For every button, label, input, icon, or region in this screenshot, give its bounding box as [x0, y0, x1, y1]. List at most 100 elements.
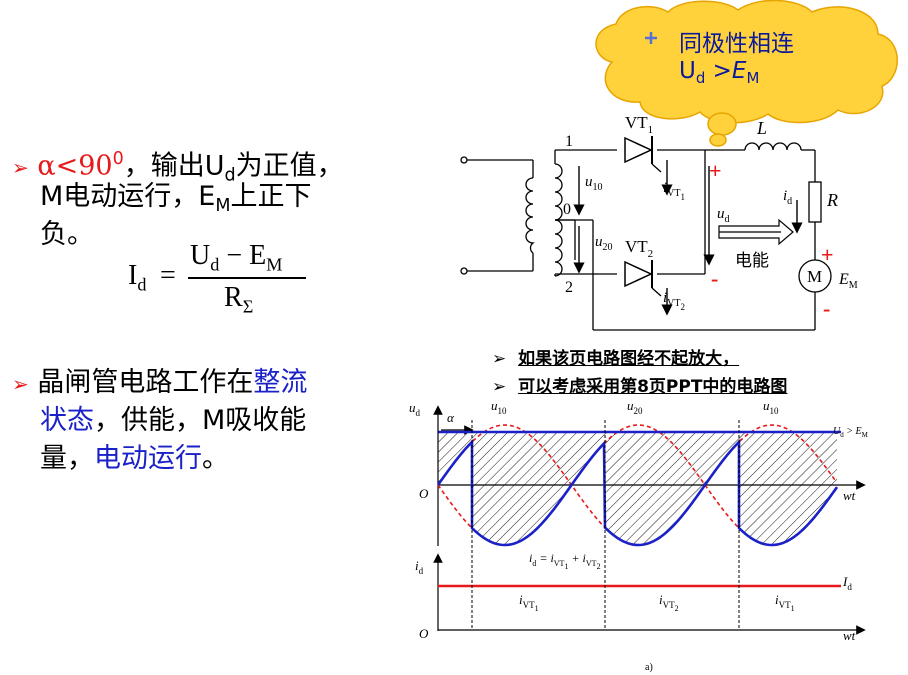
- bullet2-l2-b: ，供能，M吸收能: [94, 405, 307, 436]
- bullet1-l2-a: M电动运行，E: [40, 181, 216, 212]
- bullet2-l1-a: 晶闸管电路工作在: [37, 367, 254, 398]
- bullet-arrow-icon: ➢: [492, 377, 507, 397]
- callout-line2: Ud >EM: [679, 58, 759, 87]
- ud-minus-sign: -: [711, 266, 718, 291]
- formula-lhs-sub: d: [137, 274, 147, 295]
- bullet-arrow-icon: ➢: [12, 372, 29, 396]
- origin-label-1: O: [419, 486, 429, 501]
- hatched-area: [472, 432, 605, 545]
- bullet-arrow-icon: ➢: [492, 349, 507, 369]
- id-equation-label: id = iVT1 + iVT2: [529, 551, 601, 571]
- inductor-icon: [744, 142, 802, 151]
- primary-coil: [525, 177, 535, 254]
- bullet1-l2-sub: M: [215, 196, 231, 217]
- ud-plus-sign: +: [709, 158, 722, 183]
- condition-label: Ud > EM: [833, 426, 869, 439]
- bullet2-l3-c: 。: [202, 443, 229, 474]
- bullet2-l3-b: 电动运行: [94, 443, 202, 474]
- energy-flow-arrow: [718, 218, 794, 246]
- node-2-label: 2: [565, 279, 573, 296]
- callout-ud-sub: d: [695, 69, 706, 88]
- u10b-wave-label: u10: [763, 398, 779, 416]
- note2-text: 可以考虑采用第8页PPT中的电路图: [518, 377, 788, 397]
- bullet1-text-a: ，输出U: [123, 150, 225, 182]
- hatched-area: [739, 432, 837, 545]
- bullet1-line3: 负。: [40, 219, 94, 250]
- ud-output-wave: [436, 438, 839, 547]
- u10-sine: [437, 424, 837, 546]
- ud-axis-label: ud: [409, 400, 421, 418]
- segment-ivt1-label: iVT1: [519, 592, 539, 613]
- em-minus-sign: -: [823, 296, 830, 321]
- em-plus-sign: +: [821, 242, 834, 267]
- node-1-label: 1: [565, 133, 573, 150]
- u10-wave-label: u10: [491, 398, 507, 416]
- thyristor-icon: [624, 260, 662, 297]
- note1-text: 如果该页电路图经不起放大，: [518, 349, 740, 369]
- terminal-bottom: [460, 267, 468, 275]
- origin-label-2: O: [419, 626, 429, 641]
- note-line2: ➢ 可以考虑采用第8页PPT中的电路图: [492, 372, 787, 397]
- resistor-icon: [808, 181, 822, 223]
- formula-lhs-main: I: [128, 260, 138, 291]
- formula-den-r: R: [224, 282, 243, 313]
- bullet2-line2: 状态，供能，M吸收能: [40, 402, 306, 440]
- waveform-layer: [436, 420, 841, 630]
- bullet2-line1: ➢ 晶闸管电路工作在整流: [12, 364, 307, 403]
- plus-cross-icon: [645, 32, 657, 44]
- bullet1-text-b: 为正值，: [235, 150, 344, 182]
- formula-eq: =: [160, 260, 176, 291]
- wt-label-1: wt: [843, 488, 856, 503]
- resistor-label: R: [826, 190, 838, 210]
- wt-label-2: wt: [843, 628, 856, 643]
- node-0-label: 0: [563, 201, 571, 218]
- callout-em-sub: M: [746, 69, 760, 88]
- formula-num-sub2: M: [266, 254, 283, 275]
- Id-level-label: Id: [842, 574, 852, 592]
- formula-lhs: Id: [128, 260, 146, 295]
- id-label: id: [783, 188, 792, 207]
- vt1-label: VT1: [625, 113, 653, 136]
- formula-num-sub1: d: [210, 254, 220, 275]
- inductor-label: L: [756, 118, 767, 138]
- callout-ud: U: [679, 58, 696, 84]
- bullet2-line3: 量，电动运行。: [40, 440, 229, 478]
- cloud-shape: [595, 0, 898, 147]
- formula-num-u: U: [190, 240, 211, 271]
- ivt1-label: iVT1: [663, 180, 685, 202]
- bullet2-l2-a: 状态: [40, 405, 94, 436]
- callout-gt: >: [705, 58, 732, 84]
- vt2-label: VT2: [625, 237, 653, 260]
- bullet1-sub: d: [224, 165, 236, 186]
- formula-numerator: Ud − EM: [190, 240, 282, 275]
- segment-ivt2-label: iVT2: [659, 592, 679, 613]
- bullet1-alpha-sup: 0: [112, 149, 124, 169]
- em-label: EM: [838, 271, 858, 291]
- formula: Id = Ud − EM RΣ: [128, 240, 318, 322]
- id-axis-label: id: [415, 558, 424, 576]
- u20-label: u20: [595, 234, 613, 253]
- u20-wave-label: u20: [627, 398, 643, 416]
- ud-label: ud: [717, 206, 730, 225]
- circuit-diagram: 1 0 2 VT1 VT2 L R u10 u20 iVT1 iVT2 ud i…: [460, 113, 858, 331]
- bullet1-alpha: α<90: [37, 150, 113, 182]
- bullet2-l3-a: 量，: [40, 443, 94, 474]
- formula-num-mid: − E: [219, 240, 267, 271]
- note-line1: ➢ 如果该页电路图经不起放大，: [492, 344, 739, 369]
- formula-den-sub: Σ: [242, 296, 254, 317]
- bullet-arrow-icon: ➢: [12, 155, 29, 180]
- hatched-area: [605, 432, 739, 545]
- segment-ivt1b-label: iVT1: [775, 592, 795, 613]
- bullet1-l2-b: 上正下: [230, 181, 312, 212]
- alpha-label: α: [447, 410, 455, 425]
- fraction-bar: [188, 277, 306, 279]
- callout-line1: 同极性相连: [679, 31, 794, 57]
- callout-em: E: [731, 58, 747, 84]
- motor-label: M: [807, 267, 822, 286]
- bullet1-line2: M电动运行，EM上正下: [40, 178, 312, 225]
- bullet1-line1: ➢ α<900，输出Ud为正值，: [12, 140, 344, 195]
- formula-denominator: RΣ: [224, 282, 253, 317]
- ivt2-label: iVT2: [663, 290, 685, 312]
- thyristor-icon: [624, 136, 662, 173]
- terminal-top: [460, 156, 468, 164]
